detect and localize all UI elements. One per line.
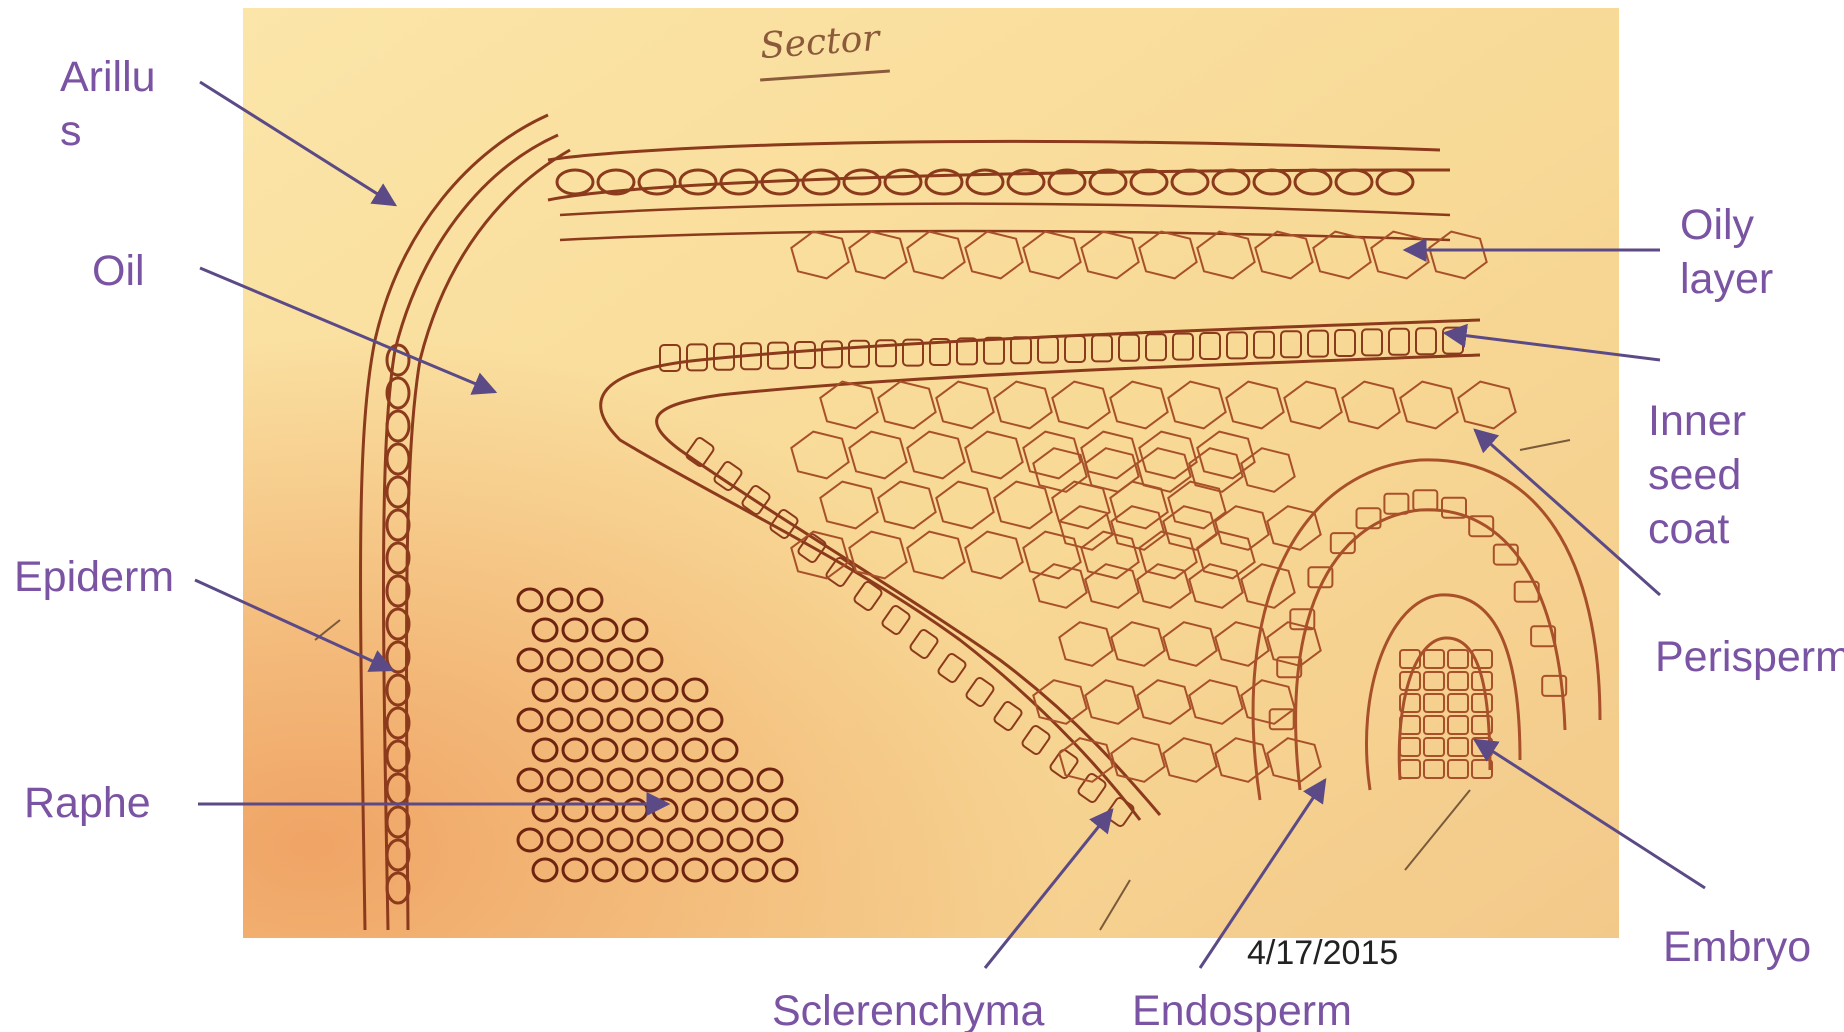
- label-arillus-line2: s: [60, 104, 82, 158]
- label-oil: Oil: [92, 244, 145, 298]
- sketch-title: Sector: [759, 18, 881, 67]
- label-epiderm: Epiderm: [14, 550, 174, 604]
- label-inner-seed-coat-line1: Inner: [1648, 394, 1746, 448]
- label-inner-seed-coat-line3: coat: [1648, 502, 1729, 556]
- label-raphe: Raphe: [24, 776, 151, 830]
- label-oily-layer-line2: layer: [1680, 252, 1773, 306]
- label-oily-layer-line1: Oily: [1680, 198, 1754, 252]
- label-perisperm: Perisperm: [1655, 630, 1844, 684]
- label-sclerenchyma: Sclerenchyma: [772, 984, 1044, 1032]
- label-embryo: Embryo: [1663, 920, 1811, 974]
- label-inner-seed-coat-line2: seed: [1648, 448, 1741, 502]
- date-stamp: 4/17/2015: [1247, 934, 1398, 973]
- label-endosperm: Endosperm: [1132, 984, 1352, 1032]
- paper-shade: [243, 8, 1619, 938]
- label-arillus-line1: Arillu: [60, 50, 156, 104]
